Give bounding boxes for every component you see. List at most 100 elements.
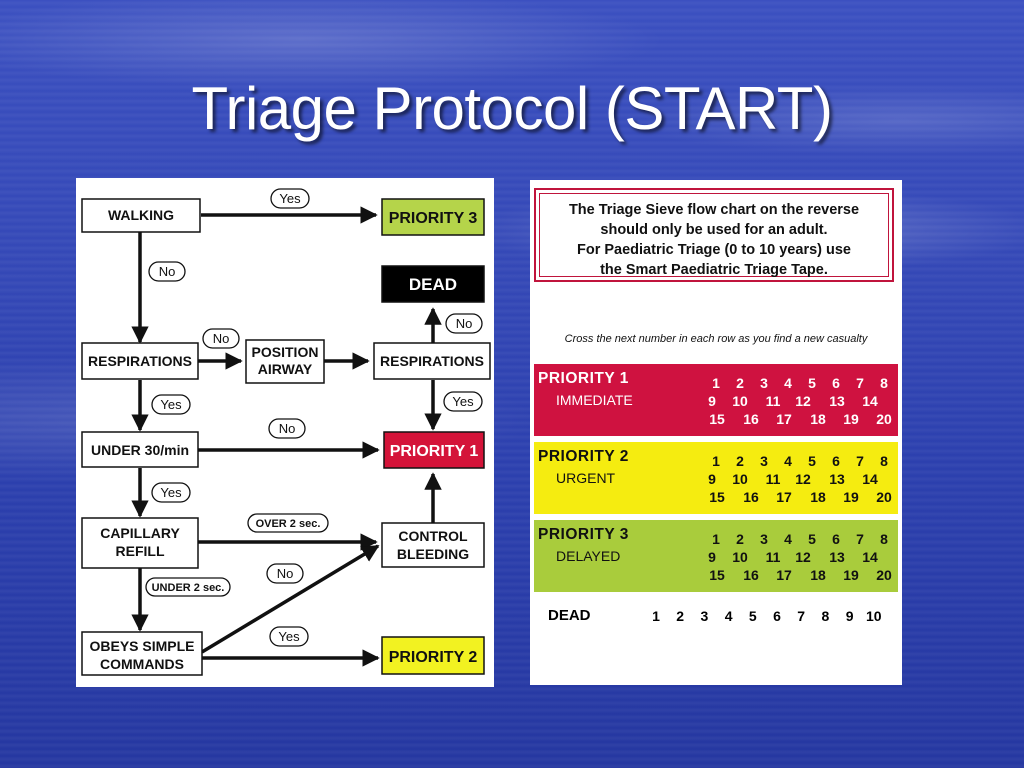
box-capillary <box>81 517 199 569</box>
casualty-number[interactable]: 16 <box>743 567 759 583</box>
casualty-number[interactable]: 9 <box>708 549 716 565</box>
casualty-number[interactable]: 12 <box>795 471 811 487</box>
casualty-number[interactable]: 9 <box>708 393 716 409</box>
casualty-number[interactable]: 1 <box>712 453 720 469</box>
casualty-number[interactable]: 11 <box>765 549 781 565</box>
casualty-number[interactable]: 6 <box>832 531 840 547</box>
box-under30 <box>81 431 199 468</box>
casualty-number[interactable]: 20 <box>876 411 892 427</box>
notice-box: The Triage Sieve flow chart on the rever… <box>534 188 894 282</box>
casualty-number[interactable]: 11 <box>765 393 781 409</box>
notice-line-1: The Triage Sieve flow chart on the rever… <box>568 202 860 218</box>
casualty-number[interactable]: 19 <box>843 489 859 505</box>
dead-casualty-number[interactable]: 9 <box>845 608 854 624</box>
box-walking <box>81 198 201 233</box>
node-respirations-left: RESPIRATIONS <box>88 353 192 369</box>
casualty-number[interactable]: 10 <box>732 471 748 487</box>
casualty-number[interactable]: 13 <box>829 471 845 487</box>
label-resp-right-yes: Yes <box>452 394 474 409</box>
box-priority1 <box>383 431 485 469</box>
casualty-number[interactable]: 3 <box>760 531 768 547</box>
casualty-number[interactable]: 14 <box>862 393 878 409</box>
casualty-number[interactable]: 7 <box>856 531 864 547</box>
flow-arrows <box>131 206 442 667</box>
casualty-number[interactable]: 2 <box>736 453 744 469</box>
casualty-number[interactable]: 17 <box>776 411 792 427</box>
band-subtitle: IMMEDIATE <box>556 392 633 408</box>
casualty-number[interactable]: 13 <box>829 393 845 409</box>
dead-casualty-number[interactable]: 6 <box>773 608 781 624</box>
casualty-number[interactable]: 19 <box>843 567 859 583</box>
dead-casualty-number[interactable]: 2 <box>676 608 685 624</box>
casualty-number[interactable]: 2 <box>736 375 744 391</box>
box-priority3 <box>381 198 485 236</box>
casualty-number[interactable]: 20 <box>876 489 892 505</box>
casualty-number[interactable]: 8 <box>880 375 888 391</box>
casualty-number[interactable]: 3 <box>760 375 768 391</box>
dead-label: DEAD <box>548 607 591 624</box>
casualty-number[interactable]: 6 <box>832 453 840 469</box>
casualty-number[interactable]: 8 <box>880 531 888 547</box>
box-control-bleeding <box>381 522 485 568</box>
casualty-number[interactable]: 4 <box>784 375 792 391</box>
casualty-number[interactable]: 17 <box>776 567 792 583</box>
pill-walking-no <box>148 261 186 282</box>
band-title: PRIORITY 1 <box>538 370 629 387</box>
casualty-number[interactable]: 16 <box>743 489 759 505</box>
dead-casualty-number[interactable]: 8 <box>821 608 830 624</box>
pill-under30-no <box>268 418 306 439</box>
box-priority2 <box>381 636 485 675</box>
casualty-number[interactable]: 19 <box>843 411 859 427</box>
casualty-number[interactable]: 12 <box>795 549 811 565</box>
dead-casualty-number[interactable]: 5 <box>748 608 757 624</box>
casualty-number[interactable]: 10 <box>732 393 748 409</box>
box-obeys <box>81 631 203 676</box>
casualty-number[interactable]: 1 <box>712 375 720 391</box>
casualty-number[interactable]: 15 <box>709 489 725 505</box>
label-under2: UNDER 2 sec. <box>152 582 225 594</box>
casualty-number[interactable]: 2 <box>736 531 744 547</box>
casualty-number[interactable]: 17 <box>776 489 792 505</box>
box-respirations-left <box>81 342 199 380</box>
casualty-number[interactable]: 7 <box>856 375 864 391</box>
node-bleeding: BLEEDING <box>397 546 469 562</box>
pill-resp-yes <box>151 394 191 415</box>
casualty-number[interactable]: 8 <box>880 453 888 469</box>
dead-casualty-number[interactable]: 4 <box>724 608 733 624</box>
notice-line-2: should only be used for an adult. <box>600 222 828 238</box>
casualty-number[interactable]: 12 <box>795 393 811 409</box>
casualty-number[interactable]: 7 <box>856 453 864 469</box>
dead-casualty-number[interactable]: 7 <box>797 608 806 624</box>
casualty-number[interactable]: 6 <box>832 375 840 391</box>
casualty-number[interactable]: 5 <box>808 375 816 391</box>
pill-over2 <box>247 513 329 533</box>
casualty-number[interactable]: 18 <box>810 411 826 427</box>
casualty-number[interactable]: 14 <box>862 471 878 487</box>
casualty-number[interactable]: 13 <box>829 549 845 565</box>
casualty-number[interactable]: 14 <box>862 549 878 565</box>
node-priority2: PRIORITY 2 <box>389 649 478 666</box>
casualty-number[interactable]: 20 <box>876 567 892 583</box>
node-capillary: CAPILLARY <box>100 525 180 541</box>
casualty-number[interactable]: 18 <box>810 567 826 583</box>
casualty-number[interactable]: 5 <box>808 531 816 547</box>
casualty-number[interactable]: 4 <box>784 453 792 469</box>
casualty-number[interactable]: 9 <box>708 471 716 487</box>
box-respirations-right <box>373 342 491 380</box>
label-resp-right-no: No <box>456 316 473 331</box>
node-commands: COMMANDS <box>100 656 184 672</box>
dead-casualty-number[interactable]: 1 <box>652 608 660 624</box>
casualty-number[interactable]: 15 <box>709 411 725 427</box>
casualty-number[interactable]: 10 <box>732 549 748 565</box>
casualty-number[interactable]: 4 <box>784 531 792 547</box>
casualty-number[interactable]: 1 <box>712 531 720 547</box>
dead-casualty-number[interactable]: 3 <box>700 608 709 624</box>
arrow-obeys-control <box>201 544 380 654</box>
dead-casualty-number[interactable]: 10 <box>866 608 882 624</box>
casualty-number[interactable]: 3 <box>760 453 768 469</box>
casualty-number[interactable]: 5 <box>808 453 816 469</box>
casualty-number[interactable]: 16 <box>743 411 759 427</box>
casualty-number[interactable]: 18 <box>810 489 826 505</box>
casualty-number[interactable]: 11 <box>765 471 781 487</box>
casualty-number[interactable]: 15 <box>709 567 725 583</box>
